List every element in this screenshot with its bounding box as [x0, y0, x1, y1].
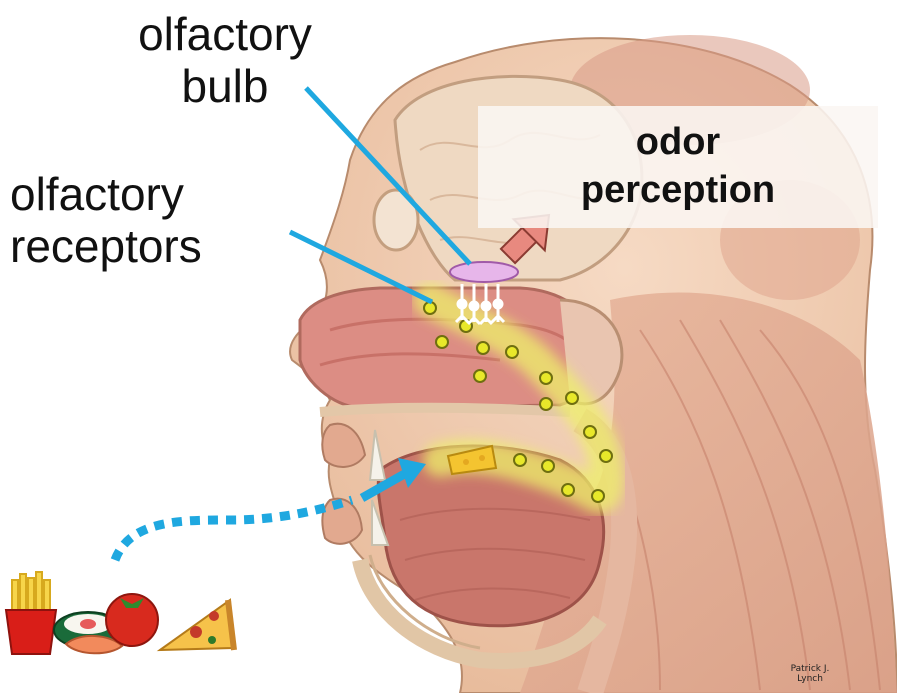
olfactory-bulb-label: olfactory bulb	[100, 8, 350, 112]
odor-perception-line2: perception	[478, 166, 878, 214]
artist-signature: Patrick J. Lynch	[780, 664, 840, 684]
tomato-icon	[106, 594, 158, 646]
inhale-path-dotted	[115, 500, 352, 560]
olfactory-bulb-line1: olfactory	[100, 8, 350, 60]
signature-line2: Lynch	[780, 674, 840, 684]
odor-perception-line1: odor	[478, 118, 878, 166]
olfactory-receptors-label: olfactory receptors	[10, 168, 260, 272]
fries-icon	[6, 572, 56, 654]
signature-line1: Patrick J.	[780, 664, 840, 674]
olfactory-bulb-line2: bulb	[100, 60, 350, 112]
odor-perception-label: odor perception	[478, 118, 878, 214]
olfactory-receptors-line2: receptors	[10, 220, 260, 272]
olfactory-receptors-line1: olfactory	[10, 168, 260, 220]
olfactory-bulb-shape	[450, 262, 518, 282]
pizza-slice-icon	[160, 600, 234, 650]
